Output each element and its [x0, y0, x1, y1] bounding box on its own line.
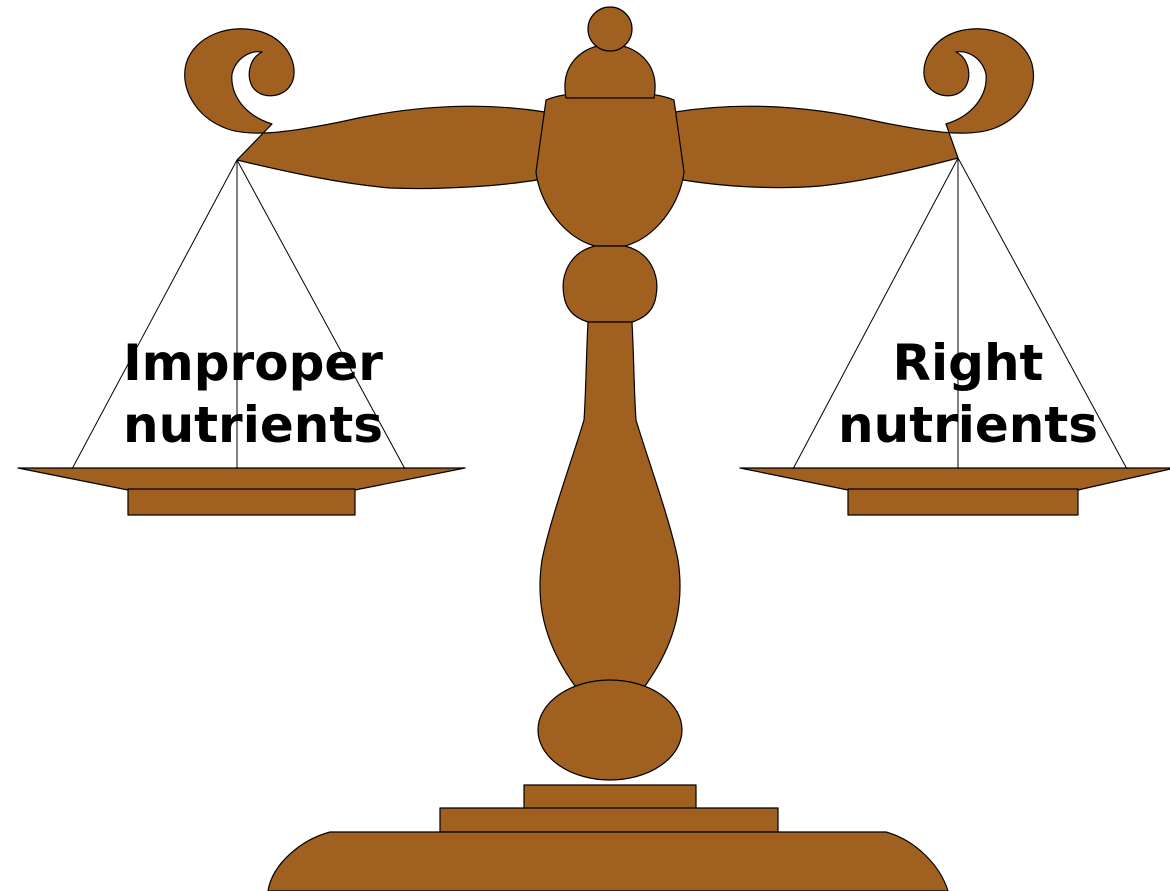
right-pan-label: Right nutrients [838, 332, 1098, 456]
pedestal-base [268, 832, 948, 891]
finial-ball [588, 7, 632, 51]
left-pan-base [128, 489, 355, 515]
left-pan-label: Improper nutrients [118, 332, 388, 456]
left-beam-arm [185, 29, 545, 189]
right-pan-label-line1: Right [838, 332, 1098, 394]
finial-dome [565, 44, 655, 98]
right-pan-base [848, 489, 1078, 515]
lower-knob [538, 680, 682, 780]
center-hub [536, 92, 684, 246]
column-shaft [540, 322, 680, 686]
right-beam-arm [675, 29, 1033, 188]
right-pan-label-line2: nutrients [838, 394, 1098, 456]
left-pan-label-line2: nutrients [118, 394, 388, 456]
left-pan-label-line1: Improper [118, 332, 388, 394]
right-pan-dish [740, 468, 1170, 490]
pedestal-step-middle [440, 808, 778, 832]
neck-knob [563, 246, 657, 322]
left-pan-dish [18, 468, 465, 490]
